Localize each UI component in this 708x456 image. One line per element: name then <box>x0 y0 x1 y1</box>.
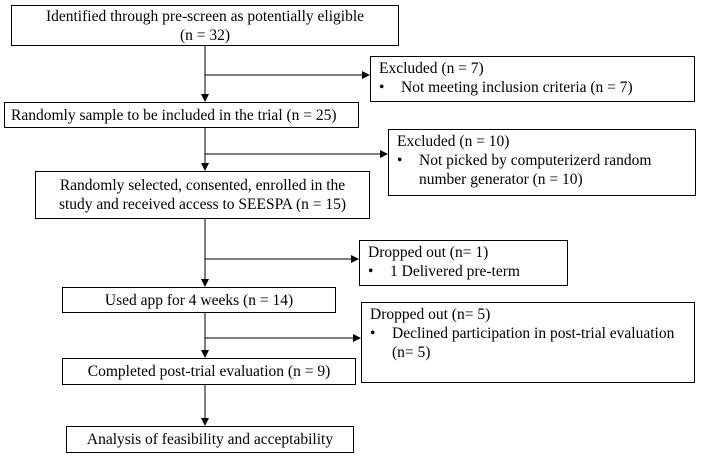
dropped2-title: Dropped out (n= 5) <box>370 306 491 323</box>
completed-text: Completed post-trial evaluation (n = 9) <box>87 363 331 380</box>
prescreen-line2: (n = 32) <box>179 27 231 44</box>
sample-box: Randomly sample to be included in the tr… <box>4 102 359 128</box>
enrolled-line2: study and received access to SEESPA (n =… <box>58 196 347 213</box>
dropped1-title: Dropped out (n= 1) <box>368 244 489 261</box>
enrolled-box: Randomly selected, consented, enrolled i… <box>35 171 370 219</box>
prescreen-box: Identified through pre-screen as potenti… <box>11 5 399 46</box>
analysis-text: Analysis of feasibility and acceptabilit… <box>86 431 334 448</box>
dropped1-item: 1 Delivered pre-term <box>368 262 559 281</box>
analysis-box: Analysis of feasibility and acceptabilit… <box>66 426 354 453</box>
enrolled-line1: Randomly selected, consented, enrolled i… <box>59 177 346 194</box>
sample-text: Randomly sample to be included in the tr… <box>11 107 337 124</box>
excluded1-box: Excluded (n = 7) Not meeting inclusion c… <box>370 56 695 102</box>
prescreen-line1: Identified through pre-screen as potenti… <box>45 8 365 25</box>
used-app-text: Used app for 4 weeks (n = 14) <box>104 292 294 309</box>
excluded2-box: Excluded (n = 10) Not picked by computer… <box>388 129 696 196</box>
completed-box: Completed post-trial evaluation (n = 9) <box>62 358 356 385</box>
dropped2-box: Dropped out (n= 5) Declined participatio… <box>361 302 695 383</box>
excluded2-item: Not picked by computerizerd random numbe… <box>397 151 687 189</box>
excluded1-item: Not meeting inclusion criteria (n = 7) <box>379 78 686 97</box>
used-app-box: Used app for 4 weeks (n = 14) <box>62 287 336 313</box>
excluded1-title: Excluded (n = 7) <box>379 60 484 77</box>
dropped2-item: Declined participation in post-trial eva… <box>370 324 686 362</box>
excluded2-title: Excluded (n = 10) <box>397 133 510 150</box>
dropped1-box: Dropped out (n= 1) 1 Delivered pre-term <box>359 240 568 286</box>
